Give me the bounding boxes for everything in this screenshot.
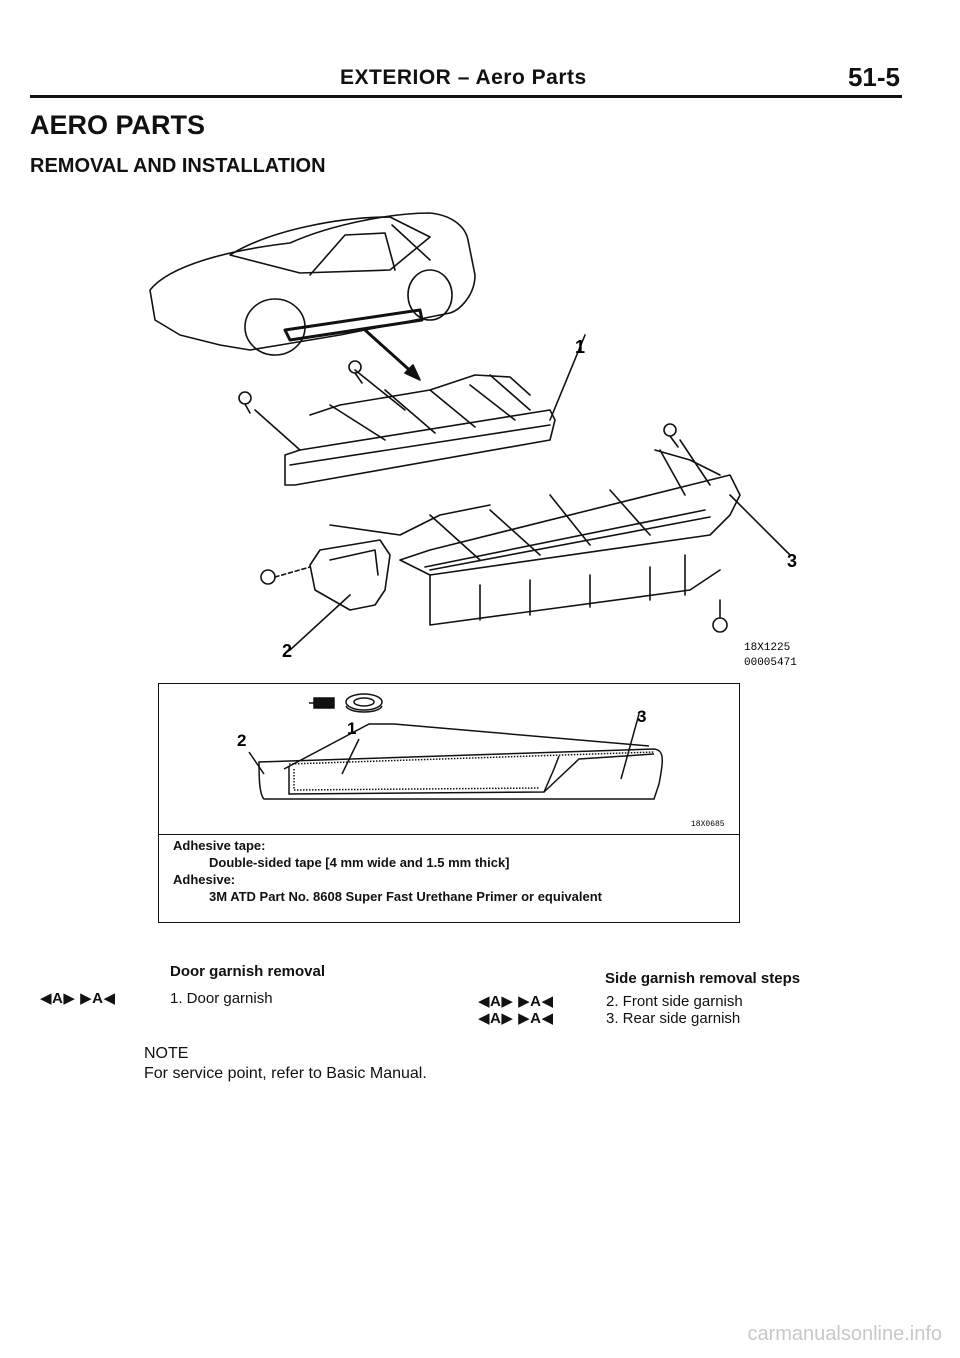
- section-subtitle: REMOVAL AND INSTALLATION: [30, 155, 326, 177]
- note-text: For service point, refer to Basic Manual…: [144, 1065, 427, 1082]
- note-value-tape: Double-sided tape [4 mm wide and 1.5 mm …: [209, 855, 510, 870]
- step-front-side-garnish: 2. Front side garnish: [606, 993, 743, 1010]
- callout-1: 1: [575, 337, 585, 357]
- rear-side-garnish-part: [329, 439, 791, 626]
- door-garnish-part: [254, 334, 586, 486]
- watermark: carmanualsonline.info: [747, 1323, 942, 1345]
- car-illustration: [149, 212, 476, 356]
- note-label-adhesive: Adhesive:: [173, 872, 236, 887]
- inset-divider: [159, 834, 739, 835]
- fastener-clips: [238, 360, 728, 633]
- door-garnish-heading: Door garnish removal: [170, 963, 326, 980]
- service-marks-step1: ◀A▶ ▶A◀: [40, 990, 116, 1007]
- step-door-garnish: 1. Door garnish: [170, 990, 273, 1007]
- adhesive-notes: Adhesive tape: Double-sided tape [4 mm w…: [173, 837, 602, 905]
- note-block: NOTE For service point, refer to Basic M…: [144, 1044, 427, 1084]
- garnish-section-diagram: 2 1 3 18X0685: [237, 693, 725, 829]
- callout-2: 2: [282, 641, 292, 661]
- service-marks-step3: ◀A▶ ▶A◀: [478, 1010, 554, 1027]
- note-label-tape: Adhesive tape:: [173, 838, 266, 853]
- note-value-adhesive: 3M ATD Part No. 8608 Super Fast Urethane…: [209, 889, 603, 904]
- header-section: EXTERIOR: [340, 66, 452, 89]
- side-garnish-heading: Side garnish removal steps: [605, 970, 801, 987]
- header-rule: [30, 95, 902, 98]
- inset-callout-1: 1: [347, 719, 356, 738]
- callout-3: 3: [787, 551, 797, 571]
- service-marks-step2: ◀A▶ ▶A◀: [478, 993, 554, 1010]
- header-dash: –: [457, 66, 470, 89]
- step-rear-side-garnish: 3. Rear side garnish: [606, 1010, 741, 1027]
- section-title: AERO PARTS: [30, 110, 206, 140]
- adhesive-inset-box: 2 1 3 18X0685 Adhesive tape: Double-side…: [158, 683, 740, 923]
- tape-icon: [309, 693, 383, 713]
- exploded-diagram: 1 2 3 18X1225 00005471: [149, 212, 797, 669]
- inset-figure-code: 18X0685: [691, 820, 725, 829]
- header-subsection: Aero Parts: [475, 66, 587, 89]
- page-number: 51-5: [847, 62, 900, 92]
- figure-code: 18X1225: [744, 642, 790, 654]
- figure-id: 00005471: [744, 657, 797, 669]
- inset-callout-3: 3: [637, 707, 646, 726]
- header-title: EXTERIOR – Aero Parts: [340, 66, 587, 90]
- inset-callout-2: 2: [237, 731, 246, 750]
- front-side-garnish-part: [289, 539, 391, 651]
- note-label: NOTE: [144, 1045, 189, 1062]
